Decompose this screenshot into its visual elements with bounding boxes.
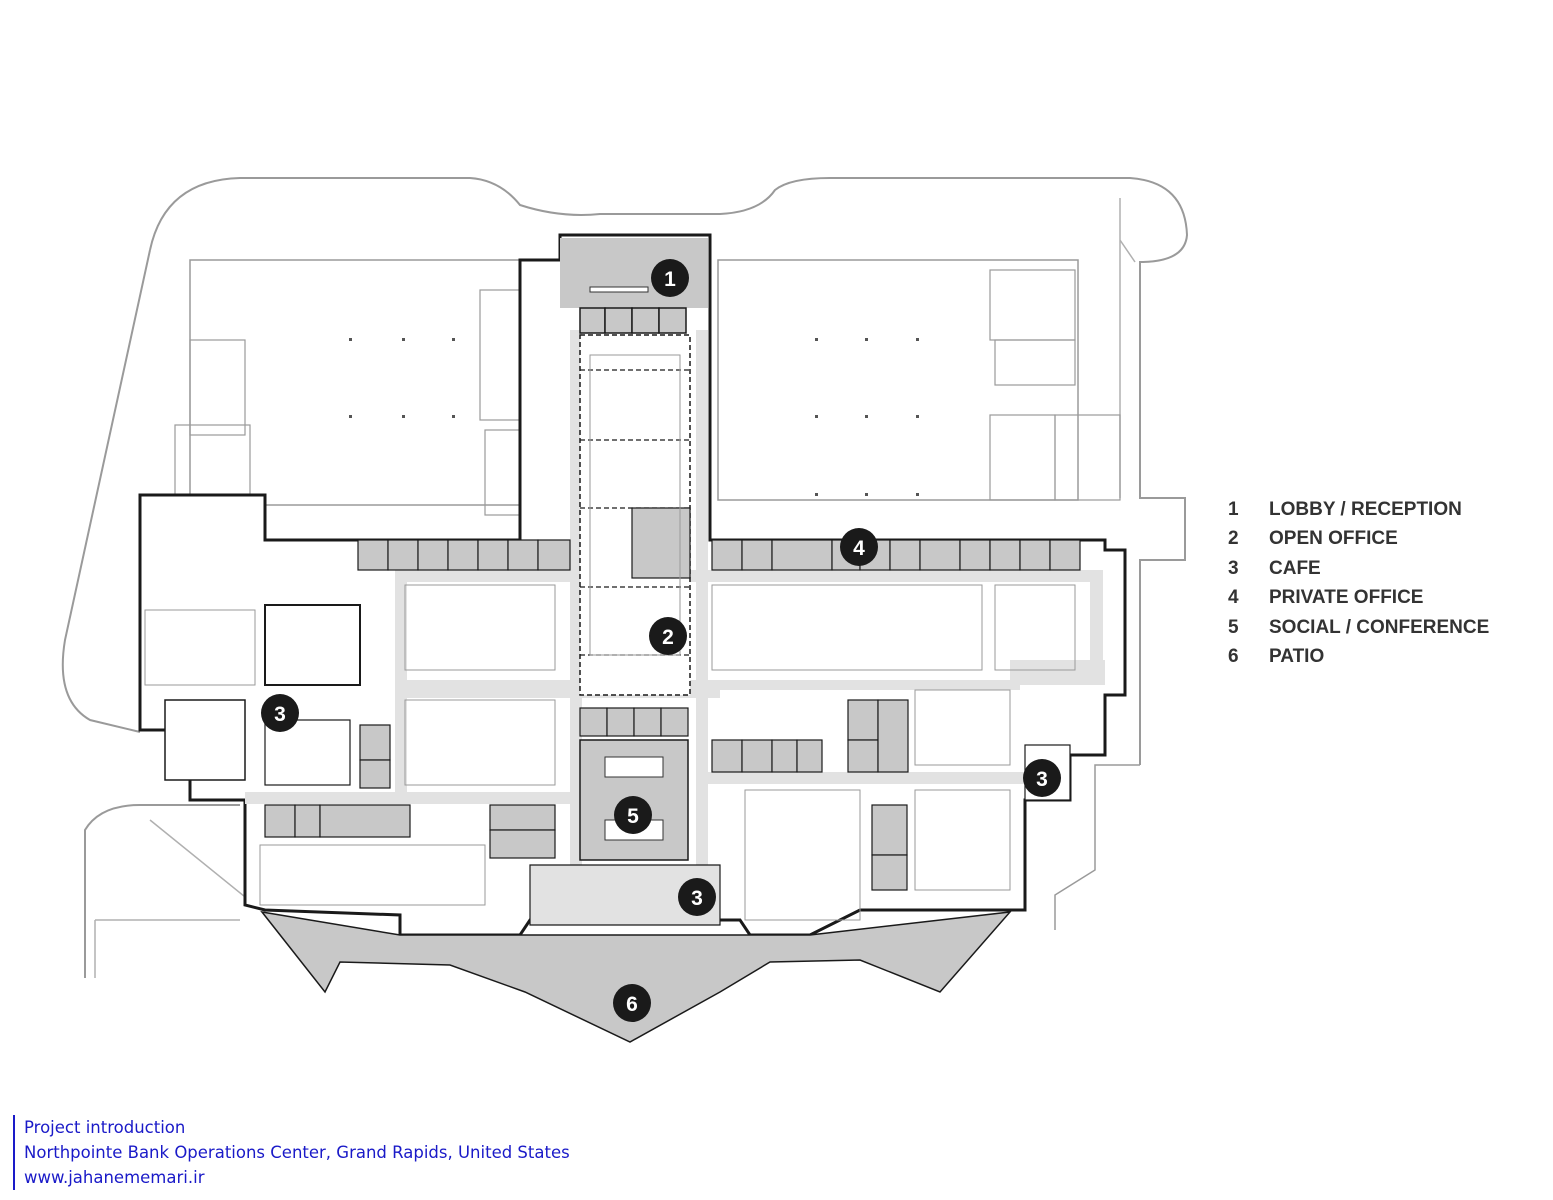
legend-label: OPEN OFFICE bbox=[1269, 528, 1398, 550]
warehouse-east bbox=[717, 259, 1079, 501]
site-outline-right bbox=[1119, 198, 1136, 498]
west-wing-storage bbox=[264, 604, 361, 686]
site-outline-lower-right bbox=[1054, 764, 1140, 930]
marker-cafe-south-label: 3 bbox=[691, 887, 703, 910]
legend-item-open-office: 2 OPEN OFFICE bbox=[1228, 525, 1489, 555]
warehouse-west bbox=[189, 259, 521, 506]
legend-number: 6 bbox=[1228, 646, 1239, 668]
marker-cafe-south: 3 bbox=[678, 878, 716, 916]
marker-open-office: 2 bbox=[649, 617, 687, 655]
patio-zone bbox=[260, 910, 1012, 1043]
corridors bbox=[245, 330, 1105, 920]
legend-label: PATIO bbox=[1269, 646, 1325, 668]
caption: Project introduction Northpointe Bank Op… bbox=[13, 1115, 570, 1190]
west-annex bbox=[164, 699, 246, 781]
marker-lobby: 1 bbox=[651, 259, 689, 297]
marker-social-label: 5 bbox=[627, 805, 639, 828]
private-office-row-east bbox=[711, 539, 1081, 571]
marker-cafe-east-label: 3 bbox=[1036, 768, 1048, 791]
legend-number: 1 bbox=[1228, 498, 1239, 520]
legend-label: CAFE bbox=[1269, 557, 1321, 579]
marker-cafe-east: 3 bbox=[1023, 759, 1061, 797]
legend-label: SOCIAL / CONFERENCE bbox=[1269, 616, 1490, 638]
site-lines-bottom-left bbox=[94, 819, 256, 978]
site-outline-left bbox=[61, 249, 151, 733]
conference-table-1 bbox=[604, 756, 664, 778]
reception-desk bbox=[589, 286, 649, 293]
marker-open-office-label: 2 bbox=[662, 626, 674, 649]
legend-item-social: 5 SOCIAL / CONFERENCE bbox=[1228, 613, 1489, 643]
marker-patio: 6 bbox=[613, 984, 651, 1022]
legend-number: 5 bbox=[1228, 616, 1239, 638]
legend-item-lobby: 1 LOBBY / RECEPTION bbox=[1228, 495, 1489, 525]
legend-item-patio: 6 PATIO bbox=[1228, 643, 1489, 673]
site-outline bbox=[149, 177, 1189, 765]
marker-lobby-label: 1 bbox=[664, 268, 676, 291]
cafe-south-zone bbox=[529, 864, 721, 926]
marker-cafe-west: 3 bbox=[261, 694, 299, 732]
east-rooms bbox=[989, 269, 1121, 501]
caption-website[interactable]: www.jahanememari.ir bbox=[24, 1168, 205, 1187]
marker-private-office: 4 bbox=[840, 528, 878, 566]
warehouse-columns bbox=[349, 338, 919, 496]
marker-social: 5 bbox=[614, 796, 652, 834]
lobby-offices bbox=[579, 307, 687, 334]
west-rooms bbox=[174, 289, 541, 516]
west-offices bbox=[264, 724, 556, 859]
south-center-offices bbox=[579, 699, 909, 891]
legend-label: LOBBY / RECEPTION bbox=[1269, 498, 1462, 520]
marker-private-office-label: 4 bbox=[853, 537, 865, 560]
marker-patio-label: 6 bbox=[626, 993, 638, 1016]
legend-label: PRIVATE OFFICE bbox=[1269, 587, 1424, 609]
legend-item-private-office: 4 PRIVATE OFFICE bbox=[1228, 584, 1489, 614]
workstations bbox=[144, 354, 1076, 921]
caption-title: Project introduction bbox=[24, 1118, 186, 1137]
central-conference-rooms bbox=[631, 507, 691, 579]
legend-number: 2 bbox=[1228, 528, 1239, 550]
site-outline-lower-left bbox=[84, 804, 240, 978]
legend-number: 4 bbox=[1228, 587, 1239, 609]
legend-item-cafe: 3 CAFE bbox=[1228, 554, 1489, 584]
legend: 1 LOBBY / RECEPTION 2 OPEN OFFICE 3 CAFE… bbox=[1228, 495, 1489, 672]
marker-cafe-west-label: 3 bbox=[274, 703, 286, 726]
caption-project: Northpointe Bank Operations Center, Gran… bbox=[24, 1143, 570, 1162]
private-office-row-west bbox=[357, 539, 571, 571]
legend-number: 3 bbox=[1228, 557, 1239, 579]
